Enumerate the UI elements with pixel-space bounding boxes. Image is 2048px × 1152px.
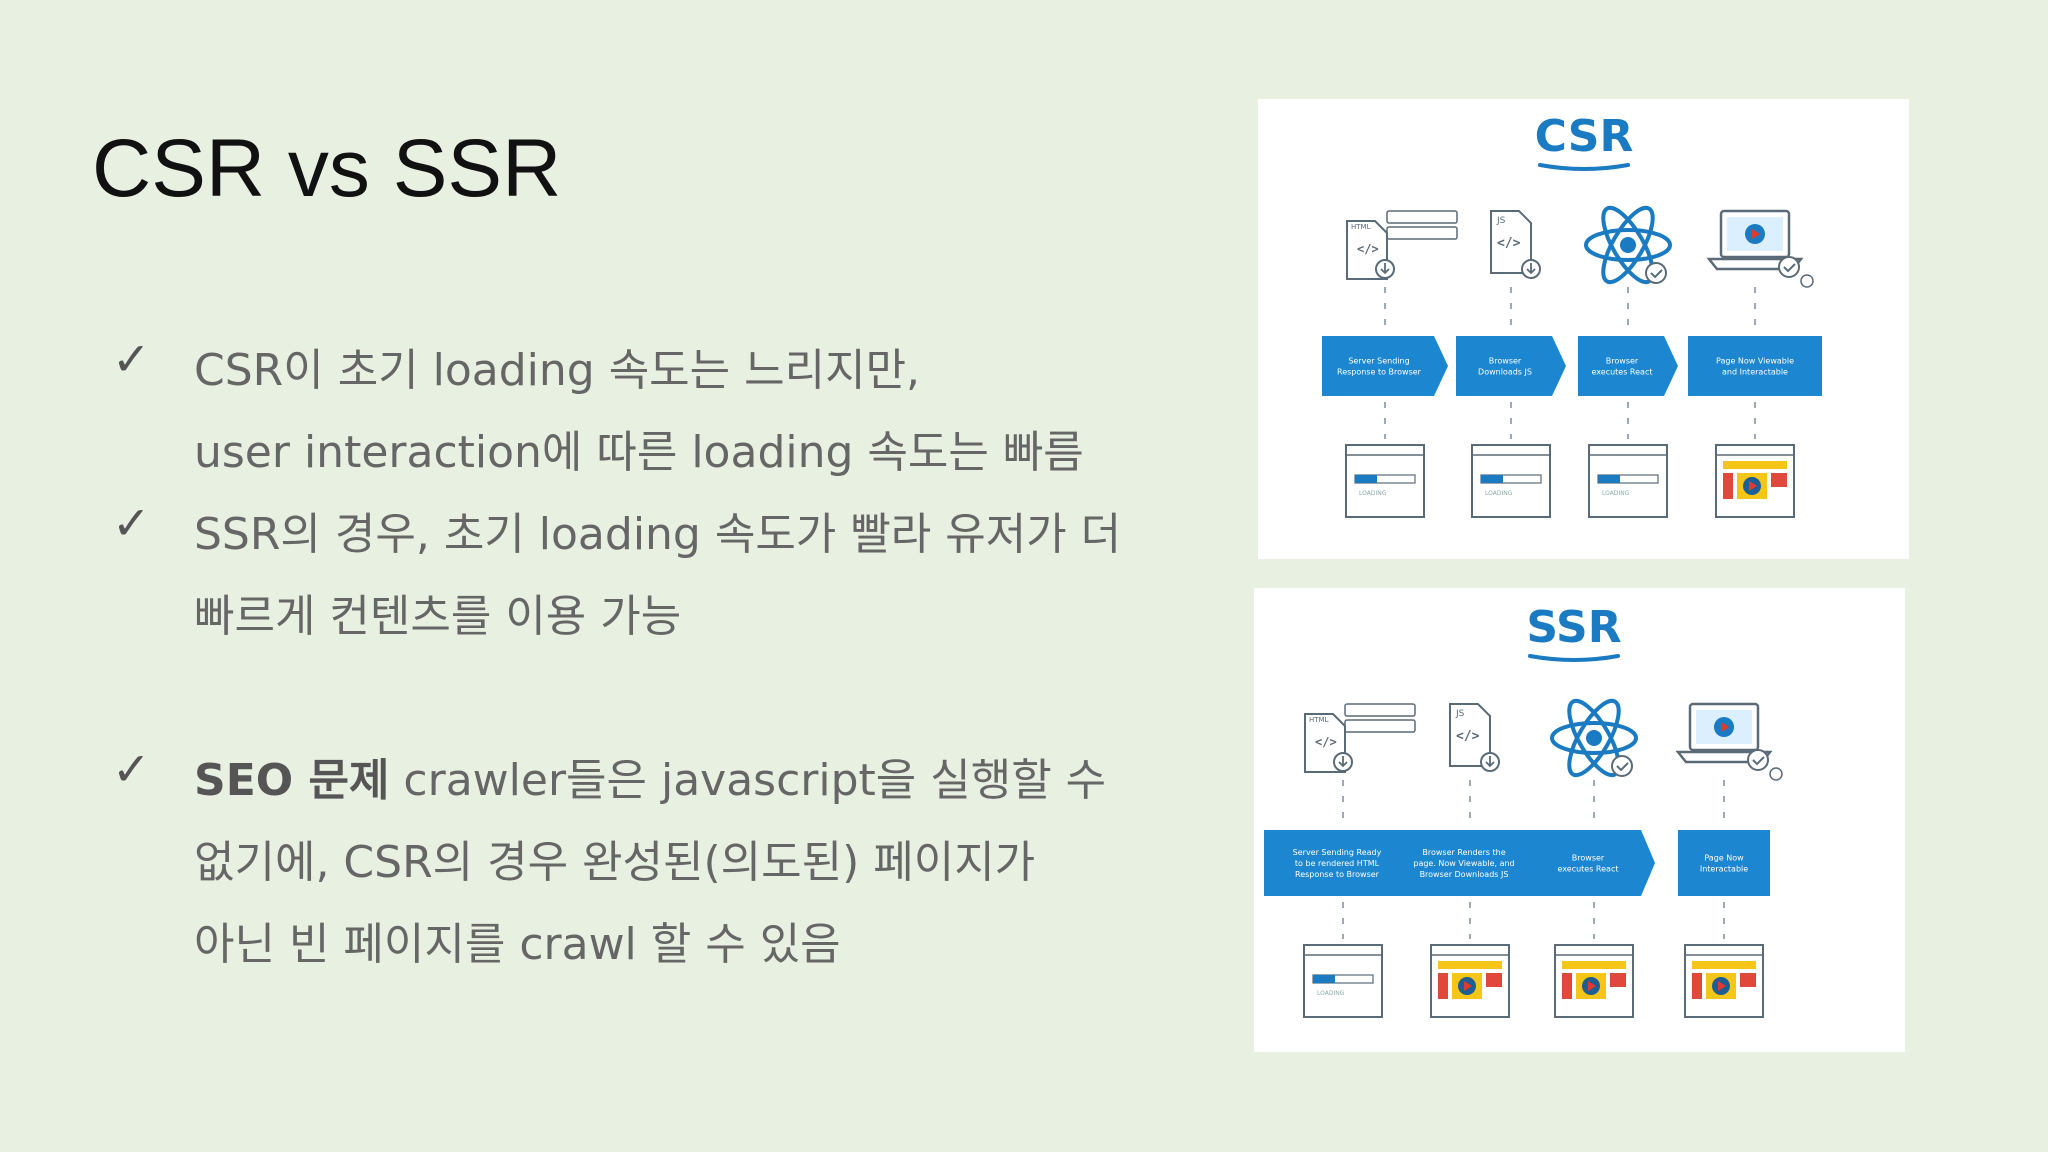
bullet-ssr-speed: ✓ SSR의 경우, 초기 loading 속도가 빨라 유저가 더 빠르게 컨… [112,494,1202,658]
code-glyph: </> [1315,735,1337,749]
page-screen-icon [1430,944,1510,1018]
step-label: page. Now Viewable, and [1413,859,1514,868]
step-label: Browser [1572,854,1605,863]
loading-screen-icon: LOADING [1345,444,1425,518]
bullet-line: SEO 문제 crawler들은 javascript을 실행할 수 [194,740,1202,822]
code-glyph: </> [1497,236,1521,251]
code-glyph: </> [1456,729,1480,744]
step-label: Browser Downloads JS [1420,870,1509,879]
step-arrow [1578,336,1678,396]
step-label: Browser [1606,357,1639,366]
step-arrow [1678,830,1770,896]
loading-screen-icon: LOADING [1471,444,1551,518]
step-arrow [1384,830,1556,896]
step-arrow [1322,336,1448,396]
loading-screen-icon: LOADING [1588,444,1668,518]
step-arrow [1533,830,1655,896]
loading-screen-icon: LOADING [1303,944,1383,1018]
loading-label: LOADING [1317,990,1345,997]
bullet-line: 없기에, CSR의 경우 완성된(의도된) 페이지가 [194,837,1036,888]
step-label: Server Sending Ready [1293,848,1382,857]
step-label: Response to Browser [1295,870,1380,879]
step-label: and Interactable [1722,368,1788,377]
slide-title: CSR vs SSR [92,123,562,214]
step-arrow [1688,336,1822,396]
check-icon: ✓ [112,496,151,550]
page-screen-icon [1715,444,1795,518]
step-arrow [1264,830,1422,896]
loading-label: LOADING [1359,490,1387,497]
step-label: executes React [1592,368,1653,377]
step-arrow [1456,336,1566,396]
bullet-list: ✓ CSR이 초기 loading 속도는 느리지만, user interac… [112,330,1202,986]
bullet-line: user interaction에 따른 loading 속도는 빠름 [194,427,1084,478]
step-label: Server Sending [1348,357,1409,366]
loading-label: LOADING [1485,490,1513,497]
ssr-diagram-image: SSR HTML </> Server Sending Ready to be rend… [1254,588,1905,1052]
laptop-icon [1675,702,1783,781]
title-underline [1538,163,1630,171]
diagram-title: CSR [1535,111,1634,162]
step-label: Page Now Viewable [1716,357,1794,366]
step-label: Page Now [1704,854,1744,863]
html-file-icon: HTML </> [1304,703,1416,773]
title-underline [1528,654,1620,662]
step-label: Browser [1489,357,1522,366]
laptop-icon [1706,209,1814,288]
react-icon [1550,698,1638,778]
page-screen-icon [1684,944,1764,1018]
bullet-line: 아닌 빈 페이지를 crawl 할 수 있음 [194,919,841,970]
page-screen-icon [1554,944,1634,1018]
step-label: Interactable [1700,865,1748,874]
react-icon [1584,205,1672,285]
step-label: executes React [1558,865,1619,874]
bullet-seo: ✓ SEO 문제 crawler들은 javascript을 실행할 수 없기에… [112,740,1202,986]
js-file-icon: JS </> [1449,703,1500,772]
diagram-title: SSR [1526,602,1621,653]
bullet-line-rest: crawler들은 javascript을 실행할 수 [389,755,1107,806]
js-file-icon: JS </> [1490,210,1541,279]
bullet-line: 빠르게 컨텐츠를 이용 가능 [194,591,682,642]
html-file-icon: HTML </> [1346,210,1458,280]
ssr-diagram: SSR HTML </> Server Sending Ready to be rend… [1264,602,1783,1018]
step-label: Browser Renders the [1422,848,1505,857]
step-label: to be rendered HTML [1295,859,1380,868]
check-icon: ✓ [112,332,151,386]
step-label: Response to Browser [1337,368,1422,377]
bullet-csr-speed: ✓ CSR이 초기 loading 속도는 느리지만, user interac… [112,330,1202,494]
js-label: JS [1496,216,1506,226]
loading-label: LOADING [1602,490,1630,497]
bullet-bold-label: SEO 문제 [194,755,390,806]
html-label: HTML [1351,223,1371,231]
html-label: HTML [1309,716,1329,724]
check-icon: ✓ [112,742,151,796]
code-glyph: </> [1357,242,1379,256]
bullet-line: CSR이 초기 loading 속도는 느리지만, [194,345,921,396]
step-label: Downloads JS [1478,368,1532,377]
bullet-line: SSR의 경우, 초기 loading 속도가 빨라 유저가 더 [194,509,1122,560]
js-label: JS [1455,709,1465,719]
